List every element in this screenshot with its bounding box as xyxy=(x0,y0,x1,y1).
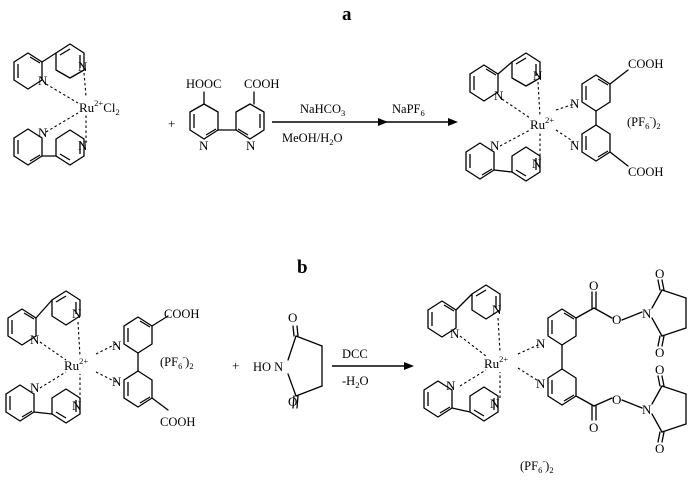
atom-n: N xyxy=(72,398,82,413)
pf6-counterion: (PF6-)2 xyxy=(627,112,661,131)
atom-n: N xyxy=(78,59,88,74)
reaction-arrow-b: DCC -H2O xyxy=(332,347,414,390)
panel-label-b: b xyxy=(297,257,308,278)
atom-n: N xyxy=(570,96,580,111)
atom-o: O xyxy=(655,266,664,281)
reagent-nahco3: NaHCO3 xyxy=(300,102,345,118)
atom-o: O xyxy=(589,420,598,435)
dicarboxy-bipyridine: HOOC COOH N N xyxy=(186,77,279,153)
ru-bpy2-dcbpy-product: N N Ru2+ N N xyxy=(465,52,663,182)
atom-n: N xyxy=(490,138,500,153)
atom-o: O xyxy=(288,310,297,325)
atom-n: N xyxy=(642,306,652,321)
atom-n: N xyxy=(38,73,48,88)
cooh-label: COOH xyxy=(244,77,279,91)
atom-n: N xyxy=(533,68,543,83)
atom-n: N xyxy=(446,378,456,393)
atom-n: N xyxy=(30,332,40,347)
atom-n: N xyxy=(536,376,546,391)
reagent-minus-h2o: -H2O xyxy=(342,374,368,390)
reagent-dcc: DCC xyxy=(342,347,368,361)
atom-n: N xyxy=(570,138,580,153)
atom-o: O xyxy=(589,278,598,293)
atom-n: N xyxy=(30,380,40,395)
ru-nhs-ester-product: N N Ru2+ N N xyxy=(423,266,687,475)
ru-center: Ru2+ xyxy=(530,115,554,132)
reaction-arrow-1: NaHCO3 MeOH/H2O xyxy=(272,102,388,147)
atom-n: N xyxy=(246,138,256,153)
ru-center: Ru2+ xyxy=(64,356,88,373)
plus-sign: + xyxy=(168,116,175,131)
cooh-label: COOH xyxy=(628,57,663,71)
atom-n: N xyxy=(112,374,122,389)
reaction-arrow-2: NaPF6 xyxy=(382,102,458,126)
atom-n: N xyxy=(450,326,460,341)
atom-n: N xyxy=(536,336,546,351)
cooh-label: HOOC xyxy=(186,77,221,91)
pf6-counterion: (PF6-)2 xyxy=(520,456,554,475)
atom-n: N xyxy=(532,156,542,171)
pf6-counterion: (PF6-)2 xyxy=(160,352,194,371)
cooh-label: COOH xyxy=(160,415,195,429)
bipyridine-lower: N N xyxy=(13,125,88,166)
atom-n: N xyxy=(642,402,652,417)
atom-n: N xyxy=(72,306,82,321)
atom-n: N xyxy=(492,302,502,317)
atom-o: O xyxy=(655,345,664,360)
atom-o: O xyxy=(655,441,664,456)
atom-n: N xyxy=(112,338,122,353)
scheme-b: N N Ru2+ N N xyxy=(5,266,687,475)
reagent-meoh-h2o: MeOH/H2O xyxy=(282,131,343,147)
atom-n: N xyxy=(490,396,500,411)
atom-o: O xyxy=(288,394,297,409)
atom-n: N xyxy=(38,125,48,140)
ru-center: Ru2+ xyxy=(484,354,508,371)
cooh-label: COOH xyxy=(164,307,199,321)
bipyridine-upper: N N xyxy=(13,43,88,90)
ru-center: Ru2+Cl2 xyxy=(79,98,120,117)
atom-n: N xyxy=(199,138,209,153)
ru-bpy2-dcbpy-reactant: N N Ru2+ N N xyxy=(5,290,199,429)
atom-n: N xyxy=(494,88,504,103)
reagent-napf6: NaPF6 xyxy=(392,102,425,118)
ru-bpy2-cl2-reactant: N N Ru2+Cl2 N N xyxy=(13,43,120,166)
panel-label-a: a xyxy=(342,4,352,25)
atom-n: N xyxy=(78,138,88,153)
plus-sign: + xyxy=(232,358,239,373)
atom-o: O xyxy=(612,312,621,327)
cooh-label: COOH xyxy=(628,165,663,179)
atom-o: O xyxy=(612,392,621,407)
scheme-a: N N Ru2+Cl2 N N xyxy=(13,43,663,182)
atom-o: O xyxy=(655,362,664,377)
